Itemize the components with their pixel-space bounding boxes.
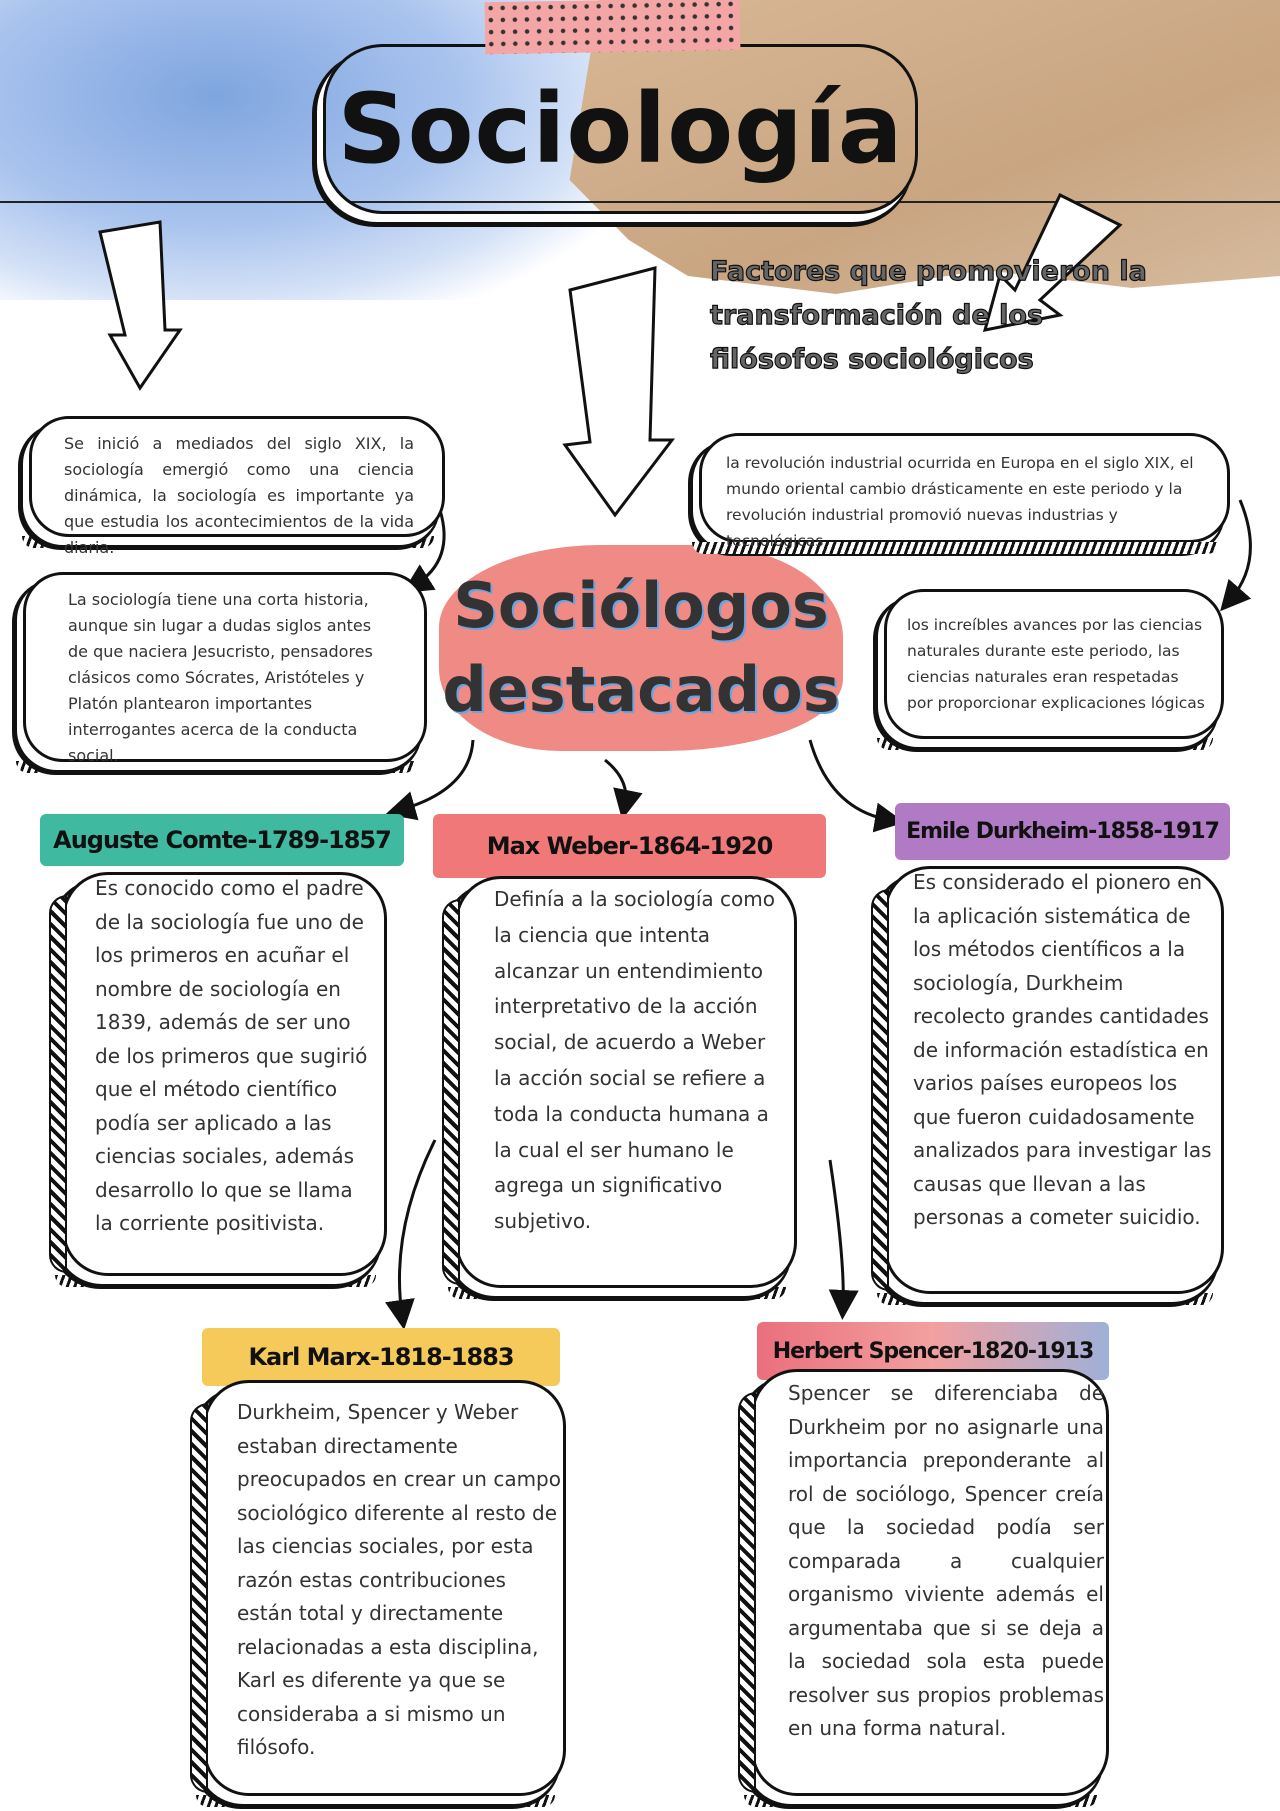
factor-box-2: los increíbles avances por las ciencias …	[877, 589, 1224, 750]
arrow-to-weber	[604, 758, 643, 820]
intro-box-2: La sociología tiene una corta historia, …	[16, 572, 427, 773]
weber-text: Definía a la sociología como la ciencia …	[494, 887, 775, 1234]
intro-box-1: Se inició a mediados del siglo XIX, la s…	[22, 416, 445, 557]
marx-text: Durkheim, Spencer y Weber estaban direct…	[237, 1400, 561, 1759]
intro-text-1: Se inició a mediados del siglo XIX, la s…	[64, 434, 414, 557]
durkheim-label: Emile Durkheim-1858-1917	[895, 803, 1230, 860]
arrow-to-spencer	[828, 1159, 859, 1320]
factor-text-1: la revolución industrial ocurrida en Eur…	[726, 454, 1194, 550]
comte-text: Es conocido como el padre de la sociolog…	[95, 876, 368, 1235]
center-heading-blob: Sociólogos destacados	[439, 545, 843, 751]
center-heading-line2: destacados	[442, 653, 840, 726]
center-heading-line1: Sociólogos	[453, 569, 829, 642]
big-arrow-center-icon	[562, 266, 676, 518]
factores-heading: Factores que promovieron la transformaci…	[709, 255, 1147, 375]
spencer-text: Spencer se diferenciaba de Durkheim por …	[788, 1381, 1104, 1740]
divider-line	[0, 201, 1280, 203]
arrow-to-marx	[385, 1139, 437, 1330]
comte-label: Auguste Comte-1789-1857	[40, 814, 404, 866]
decorative-tape	[484, 0, 741, 55]
arrow-to-durkheim	[808, 739, 905, 833]
weber-label: Max Weber-1864-1920	[433, 814, 826, 878]
factor-text-2: los increíbles avances por las ciencias …	[907, 616, 1205, 712]
intro-text-2: La sociología tiene una corta historia, …	[68, 590, 373, 765]
durkheim-text: Es considerado el pionero en la aplicaci…	[913, 870, 1212, 1229]
marx-label: Karl Marx-1818-1883	[202, 1328, 560, 1386]
factor-box-1: la revolución industrial ocurrida en Eur…	[692, 433, 1230, 554]
arrow-box3-to-box4	[1220, 499, 1252, 612]
title-box: Sociología	[316, 44, 918, 225]
page-title: Sociología	[337, 73, 904, 185]
